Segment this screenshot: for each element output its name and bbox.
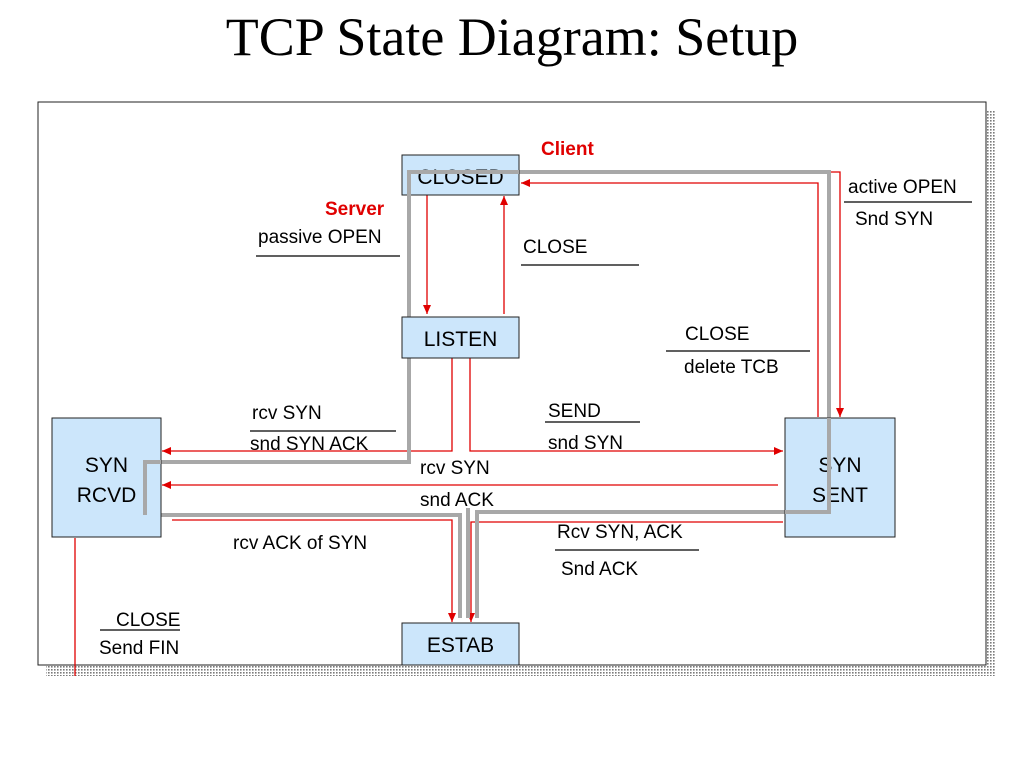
state-listen-label: LISTEN <box>424 328 498 351</box>
state-syn-rcvd-label-2: RCVD <box>77 484 137 507</box>
state-closed: CLOSED <box>401 154 520 196</box>
state-syn-rcvd-box <box>51 417 162 538</box>
transition-labels: passive OPEN CLOSE active OPEN Snd SYN C… <box>99 177 972 659</box>
state-syn-sent-box <box>784 417 896 538</box>
label-snd-syn-ack: snd SYN ACK <box>250 434 369 455</box>
state-syn-sent-label-1: SYN <box>818 454 861 477</box>
label-simul-snd-ack: snd ACK <box>420 490 494 511</box>
label-rcv-syn: rcv SYN <box>252 403 322 424</box>
label-rcv-ack-of-syn: rcv ACK of SYN <box>233 533 367 554</box>
label-send-fin: Send FIN <box>99 638 179 659</box>
label-close-listen: CLOSE <box>523 237 587 258</box>
handshake-path-closed <box>407 170 519 250</box>
state-listen-box <box>401 316 520 359</box>
state-estab-label: ESTAB <box>427 634 494 657</box>
label-close-fin: CLOSE <box>116 610 180 631</box>
handshake-path-synrcvd <box>143 460 161 515</box>
label-snd-syn: Snd SYN <box>855 209 933 230</box>
state-syn-rcvd: SYN RCVD <box>51 417 162 538</box>
arrow-synsent-to-estab <box>467 521 783 622</box>
label-simul-rcv-syn: rcv SYN <box>420 458 490 479</box>
label-send: SEND <box>548 401 601 422</box>
state-syn-sent: SYN SENT <box>784 417 896 538</box>
label-passive-open: passive OPEN <box>258 227 382 248</box>
state-closed-label: CLOSED <box>417 166 503 189</box>
state-syn-rcvd-label-1: SYN <box>85 454 128 477</box>
server-label: Server <box>325 199 385 220</box>
arrow-synrcvd-to-estab <box>172 519 456 622</box>
arrow-synsent-to-closed <box>521 179 819 417</box>
state-estab-box <box>401 622 520 666</box>
arrow-listen-to-synrcvd <box>162 358 453 455</box>
label-delete-tcb: delete TCB <box>684 357 779 378</box>
label-active-open: active OPEN <box>848 177 957 198</box>
label-rcv-syn-ack: Rcv SYN, ACK <box>557 522 683 543</box>
slide-title: TCP State Diagram: Setup <box>225 7 799 67</box>
highlight-over-boxes <box>143 170 831 515</box>
handshake-path-synsent <box>785 418 831 514</box>
label-close-synsent: CLOSE <box>685 324 749 345</box>
arrow-listen-to-synsent <box>469 358 783 455</box>
state-syn-sent-label-2: SENT <box>812 484 868 507</box>
label-send-snd-syn: snd SYN <box>548 433 623 454</box>
state-closed-box <box>401 154 520 196</box>
state-listen: LISTEN <box>401 316 520 359</box>
state-estab: ESTAB <box>401 622 520 666</box>
client-label: Client <box>541 139 594 160</box>
label-snd-ack: Snd ACK <box>561 559 638 580</box>
